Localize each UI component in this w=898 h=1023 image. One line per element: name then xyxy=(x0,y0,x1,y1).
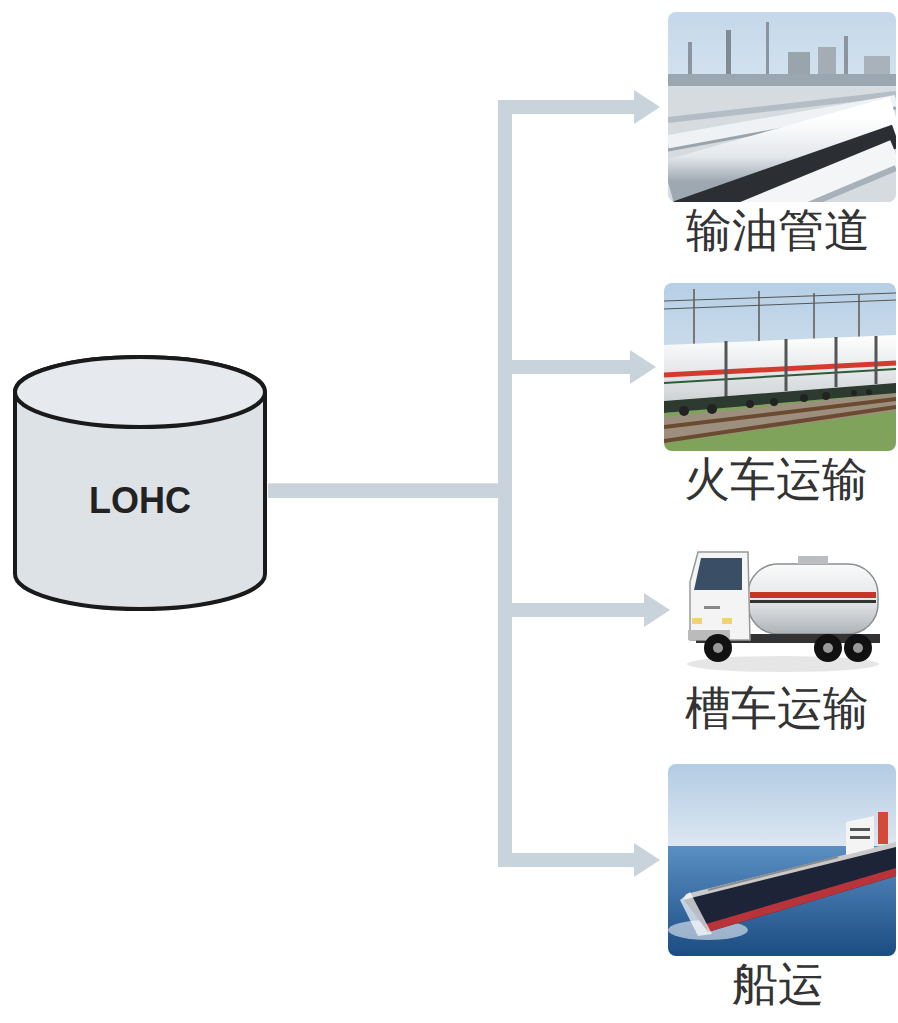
storage-cylinder: LOHC xyxy=(12,352,268,614)
branch-arrow xyxy=(268,107,634,491)
picture-frame xyxy=(660,12,896,202)
transport-mode: 船运 xyxy=(660,764,896,1011)
node-label: LOHC xyxy=(89,481,191,521)
picture-frame xyxy=(656,283,896,451)
train-picture xyxy=(664,283,896,451)
ship-picture xyxy=(668,764,896,956)
branch-arrow xyxy=(268,491,634,860)
transport-mode: 槽车运输 xyxy=(670,540,883,735)
picture-frame xyxy=(670,540,883,680)
transport-mode: 输油管道 xyxy=(660,12,896,257)
transport-mode: 火车运输 xyxy=(656,283,896,506)
branch-arrow xyxy=(268,367,630,491)
picture-caption: 船运 xyxy=(660,958,896,1011)
branch-arrow xyxy=(268,491,644,610)
picture-caption: 槽车运输 xyxy=(670,682,883,735)
truck-picture xyxy=(687,552,880,672)
picture-caption: 输油管道 xyxy=(660,204,896,257)
picture-caption: 火车运输 xyxy=(656,453,896,506)
picture-frame xyxy=(660,764,896,956)
